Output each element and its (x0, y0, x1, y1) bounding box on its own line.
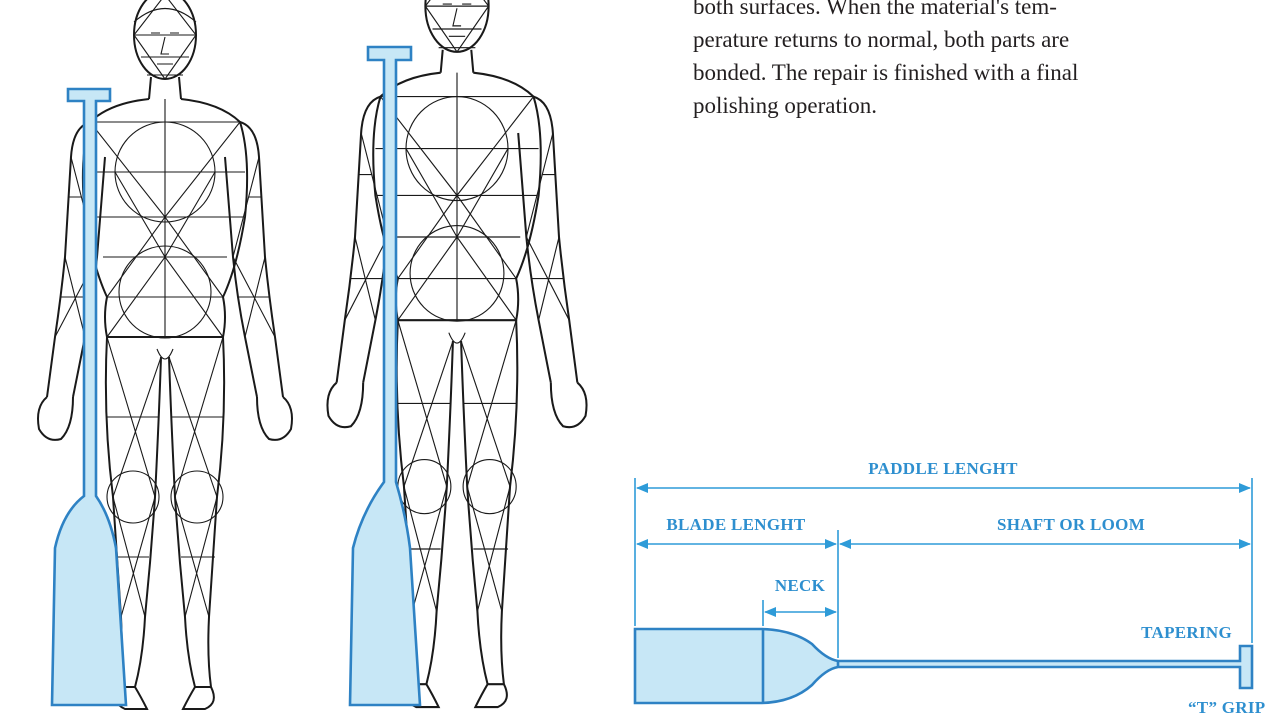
blade-length-label: BLADE LENGHT (666, 515, 806, 534)
tapering-label: TAPERING (1141, 623, 1232, 642)
neck-label: NECK (775, 576, 826, 595)
paddle-length-label: PADDLE LENGHT (868, 459, 1018, 478)
paddle-vertical-left (52, 89, 126, 705)
t-grip-label: “T” GRIP (1188, 698, 1266, 717)
shaft-or-loom-label: SHAFT OR LOOM (997, 515, 1145, 534)
